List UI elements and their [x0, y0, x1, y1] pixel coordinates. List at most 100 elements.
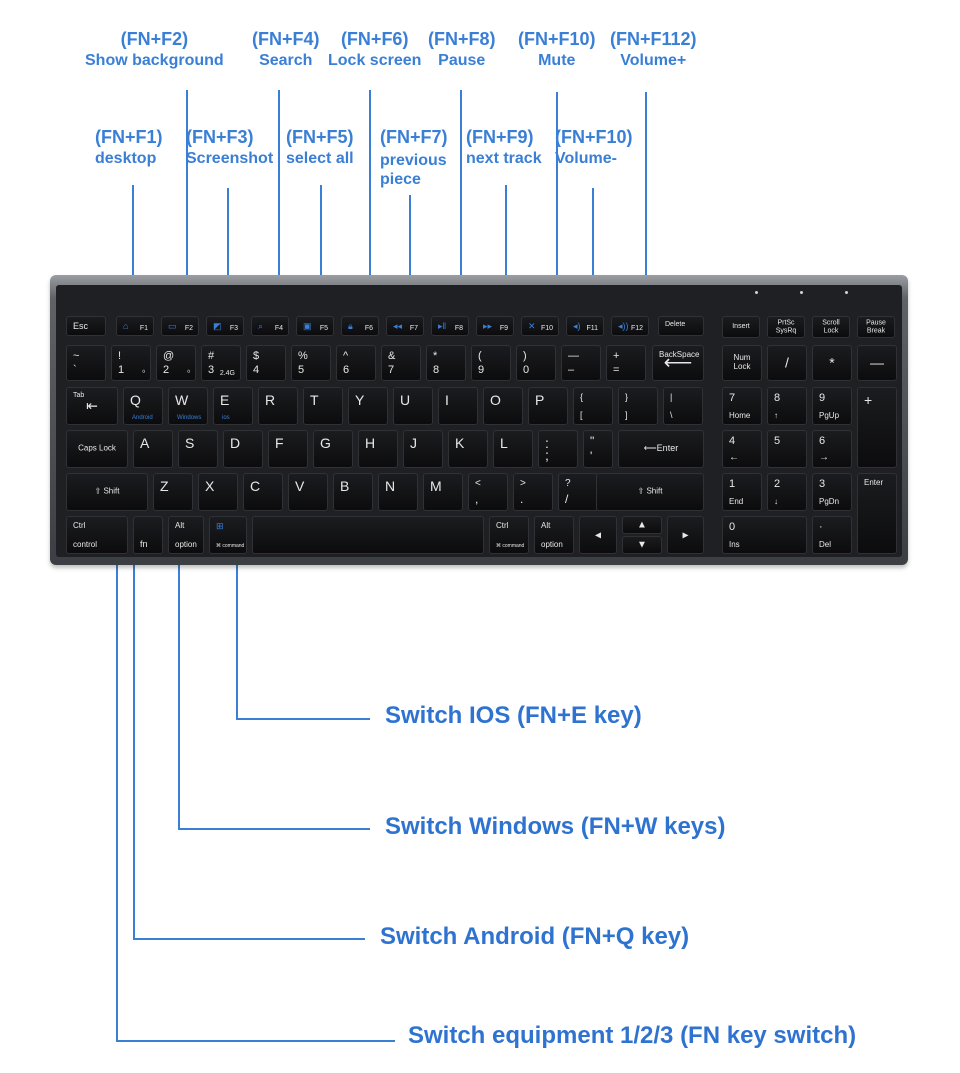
key-top: 6: [819, 435, 826, 447]
fn-label-top-1: (FN+F4)Search: [252, 30, 320, 69]
key-sub: F11: [586, 325, 598, 332]
key-bottom: 1: [118, 364, 125, 376]
key-r: R: [258, 387, 298, 425]
key-bottom: 3: [208, 364, 215, 376]
callout-2: Switch Android (FN+Q key): [380, 923, 690, 950]
key-sub: F10: [540, 325, 553, 332]
key-top: K: [455, 435, 465, 451]
key-top: Enter: [864, 478, 884, 487]
key-icon: ▣: [303, 321, 312, 331]
key-bottom: 8: [433, 364, 440, 376]
key-bottom: Ins: [729, 540, 740, 549]
key-bottom: /: [565, 492, 569, 506]
key-command-left: ⌘ command⊞: [209, 516, 247, 554]
key-shift-left: ⇧ Shift: [66, 473, 148, 511]
key-sub: 2.4G: [219, 370, 235, 377]
key-top: Alt: [541, 521, 551, 530]
key-g: G: [313, 430, 353, 468]
led-dot-0: [755, 291, 758, 294]
key-v: V: [288, 473, 328, 511]
leader-line-5: [645, 92, 647, 320]
key-top: (: [478, 350, 482, 362]
key-c: C: [243, 473, 283, 511]
key-space: [252, 516, 484, 554]
fn-label-key: (FN+F112): [610, 29, 697, 49]
key-top: D: [230, 435, 241, 451]
key-bottom: \: [670, 410, 673, 420]
key-arrow-down: ▼: [622, 536, 662, 554]
key-top: X: [205, 478, 215, 494]
key-icon: ◩: [213, 321, 222, 331]
key-sub: ⁰: [187, 370, 190, 377]
key-label: ▼: [637, 539, 647, 551]
key-bottom: Home: [729, 411, 751, 420]
key-top: S: [185, 435, 195, 451]
key-f6: F6🔒︎: [341, 316, 379, 336]
key-f11: F11◂): [566, 316, 604, 336]
key-caps-lock: Caps Lock: [66, 430, 128, 468]
led-dot-2: [845, 291, 848, 294]
key-f7: F7◂◂: [386, 316, 424, 336]
callout-line-6: [116, 360, 118, 1041]
fn-label-top-0: (FN+F2)Show background: [85, 30, 224, 69]
key-numpad-top-3: —: [857, 345, 897, 381]
leader-line-6: [132, 185, 134, 320]
key-bottom: `: [73, 364, 77, 376]
fn-label-top-5: (FN+F112) Volume+: [610, 30, 697, 69]
key-numpad-top-0: Num Lock: [722, 345, 762, 381]
key-bottom: 5: [298, 364, 305, 376]
key-top: +: [613, 350, 620, 362]
key-top: J: [410, 435, 417, 451]
key-bottom: 9: [478, 364, 485, 376]
key-z: Z: [153, 473, 193, 511]
key-top: *: [433, 350, 438, 362]
key-u: U: [393, 387, 433, 425]
key-top: —: [568, 350, 579, 362]
fn-label-desc: Screenshot: [186, 150, 274, 167]
key-label: —: [870, 354, 884, 371]
key-top: 8: [774, 392, 781, 404]
fn-label-desc: previous piece: [380, 152, 447, 189]
leader-line-1: [278, 90, 280, 320]
fn-label-key: (FN+F2): [120, 29, 189, 49]
key-top: ): [523, 350, 527, 362]
key-fn-sub: Windows: [177, 415, 202, 421]
key-top: F: [275, 435, 284, 451]
key-bottom: ]: [625, 410, 628, 420]
key-x: X: [198, 473, 238, 511]
key-top: >: [520, 478, 526, 489]
fn-label-second-4: (FN+F9)next track: [466, 128, 542, 167]
key-top: @: [163, 350, 175, 362]
key-top: Ctrl: [73, 521, 86, 530]
leader-line-8: [320, 185, 322, 320]
key-top: P: [535, 392, 545, 408]
key-top: R: [265, 392, 276, 408]
key-f1: F1⌂: [116, 316, 154, 336]
fn-label-key: (FN+F9): [466, 127, 534, 147]
key-label: PrtSc SysRq: [775, 319, 797, 334]
fn-label-desc: Pause: [438, 52, 486, 69]
fn-label-second-2: (FN+F5)select all: [286, 128, 354, 167]
fn-label-desc: Volume+: [620, 52, 687, 69]
key-bottom: ⌘ command: [216, 543, 245, 549]
key-top: {: [580, 392, 584, 402]
key-top: 7: [729, 392, 736, 404]
key-l: L: [493, 430, 533, 468]
callout-line-2: [178, 412, 180, 829]
key-numpad-dot: ·Del: [812, 516, 852, 554]
key-nav-0: Insert: [722, 316, 760, 338]
key-y: Y: [348, 387, 388, 425]
key-punct-2: ?/: [558, 473, 598, 511]
key-label: ◂: [594, 527, 602, 542]
key-top: Ctrl: [496, 521, 509, 530]
key-top: 0: [729, 521, 736, 533]
key-top: N: [385, 478, 396, 494]
key-fn-sub: Android: [132, 415, 153, 421]
key-f: F: [268, 430, 308, 468]
key-top: Q: [130, 392, 141, 408]
key-bottom: ,: [475, 492, 479, 506]
key-f5: F5▣: [296, 316, 334, 336]
key-bottom: PgUp: [819, 411, 840, 420]
